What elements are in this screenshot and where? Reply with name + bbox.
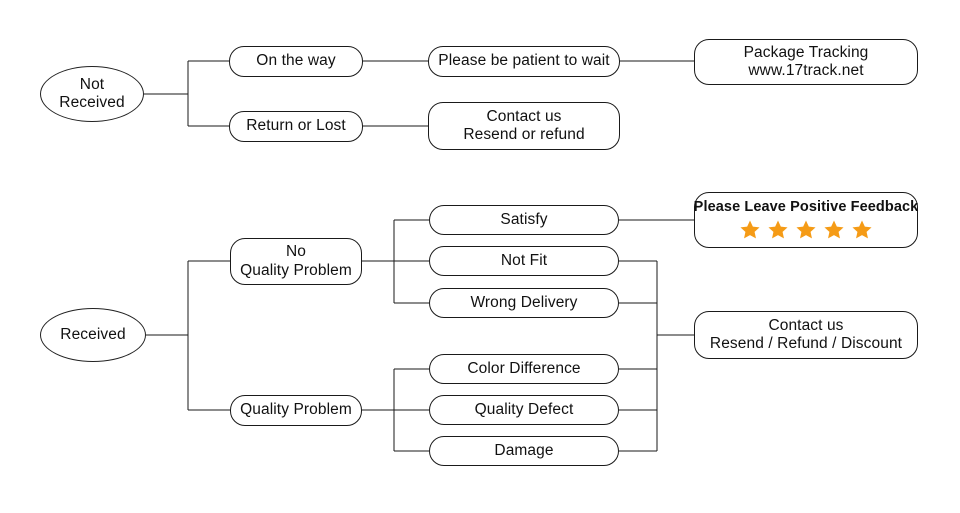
- node-on-the-way-label: On the way: [256, 52, 336, 70]
- star-icon[interactable]: [767, 219, 789, 241]
- node-package-tracking-line2: www.17track.net: [748, 62, 864, 79]
- node-not-fit-label: Not Fit: [500, 251, 548, 269]
- node-package-tracking-line1: Package Tracking: [743, 43, 869, 61]
- node-wrong-delivery-label: Wrong Delivery: [470, 293, 578, 311]
- node-contact-resolution-line2: Resend / Refund / Discount: [709, 335, 903, 352]
- star-icon[interactable]: [795, 219, 817, 241]
- node-please-be-patient-label: Please be patient to wait: [438, 52, 610, 70]
- node-received[interactable]: Received: [40, 308, 146, 362]
- node-contact-resolution-line1: Contact us: [768, 316, 844, 334]
- node-no-quality-problem-line1: No: [285, 243, 306, 261]
- node-contact-resend-refund-line2: Resend or refund: [463, 126, 585, 143]
- node-received-label: Received: [60, 325, 126, 343]
- star-rating[interactable]: [739, 219, 873, 241]
- node-color-difference[interactable]: Color Difference: [429, 354, 619, 384]
- node-quality-defect-label: Quality Defect: [474, 400, 574, 418]
- node-no-quality-problem-line2: Quality Problem: [240, 261, 352, 279]
- node-not-fit[interactable]: Not Fit: [429, 246, 619, 276]
- node-contact-resolution[interactable]: Contact us Resend / Refund / Discount: [694, 311, 918, 359]
- node-not-received-line1: Not: [79, 75, 105, 93]
- node-quality-defect[interactable]: Quality Defect: [429, 395, 619, 425]
- node-wrong-delivery[interactable]: Wrong Delivery: [429, 288, 619, 318]
- node-not-received[interactable]: Not Received: [40, 66, 144, 122]
- star-icon[interactable]: [739, 219, 761, 241]
- node-return-or-lost[interactable]: Return or Lost: [229, 111, 363, 142]
- node-no-quality-problem[interactable]: No Quality Problem: [230, 238, 362, 285]
- node-damage[interactable]: Damage: [429, 436, 619, 466]
- node-package-tracking[interactable]: Package Tracking www.17track.net: [694, 39, 918, 85]
- node-please-be-patient[interactable]: Please be patient to wait: [428, 46, 620, 77]
- node-quality-problem[interactable]: Quality Problem: [230, 395, 362, 426]
- star-icon[interactable]: [823, 219, 845, 241]
- node-not-received-line2: Received: [59, 94, 125, 111]
- node-quality-problem-label: Quality Problem: [240, 401, 352, 419]
- node-on-the-way[interactable]: On the way: [229, 46, 363, 77]
- node-return-or-lost-label: Return or Lost: [246, 117, 346, 135]
- node-contact-resend-refund[interactable]: Contact us Resend or refund: [428, 102, 620, 150]
- node-satisfy-label: Satisfy: [500, 210, 548, 228]
- node-positive-feedback-title: Please Leave Positive Feedback: [693, 199, 919, 216]
- node-color-difference-label: Color Difference: [467, 359, 581, 377]
- node-positive-feedback[interactable]: Please Leave Positive Feedback: [694, 192, 918, 248]
- node-contact-resend-refund-line1: Contact us: [486, 107, 562, 125]
- node-satisfy[interactable]: Satisfy: [429, 205, 619, 235]
- star-icon[interactable]: [851, 219, 873, 241]
- node-damage-label: Damage: [494, 441, 554, 459]
